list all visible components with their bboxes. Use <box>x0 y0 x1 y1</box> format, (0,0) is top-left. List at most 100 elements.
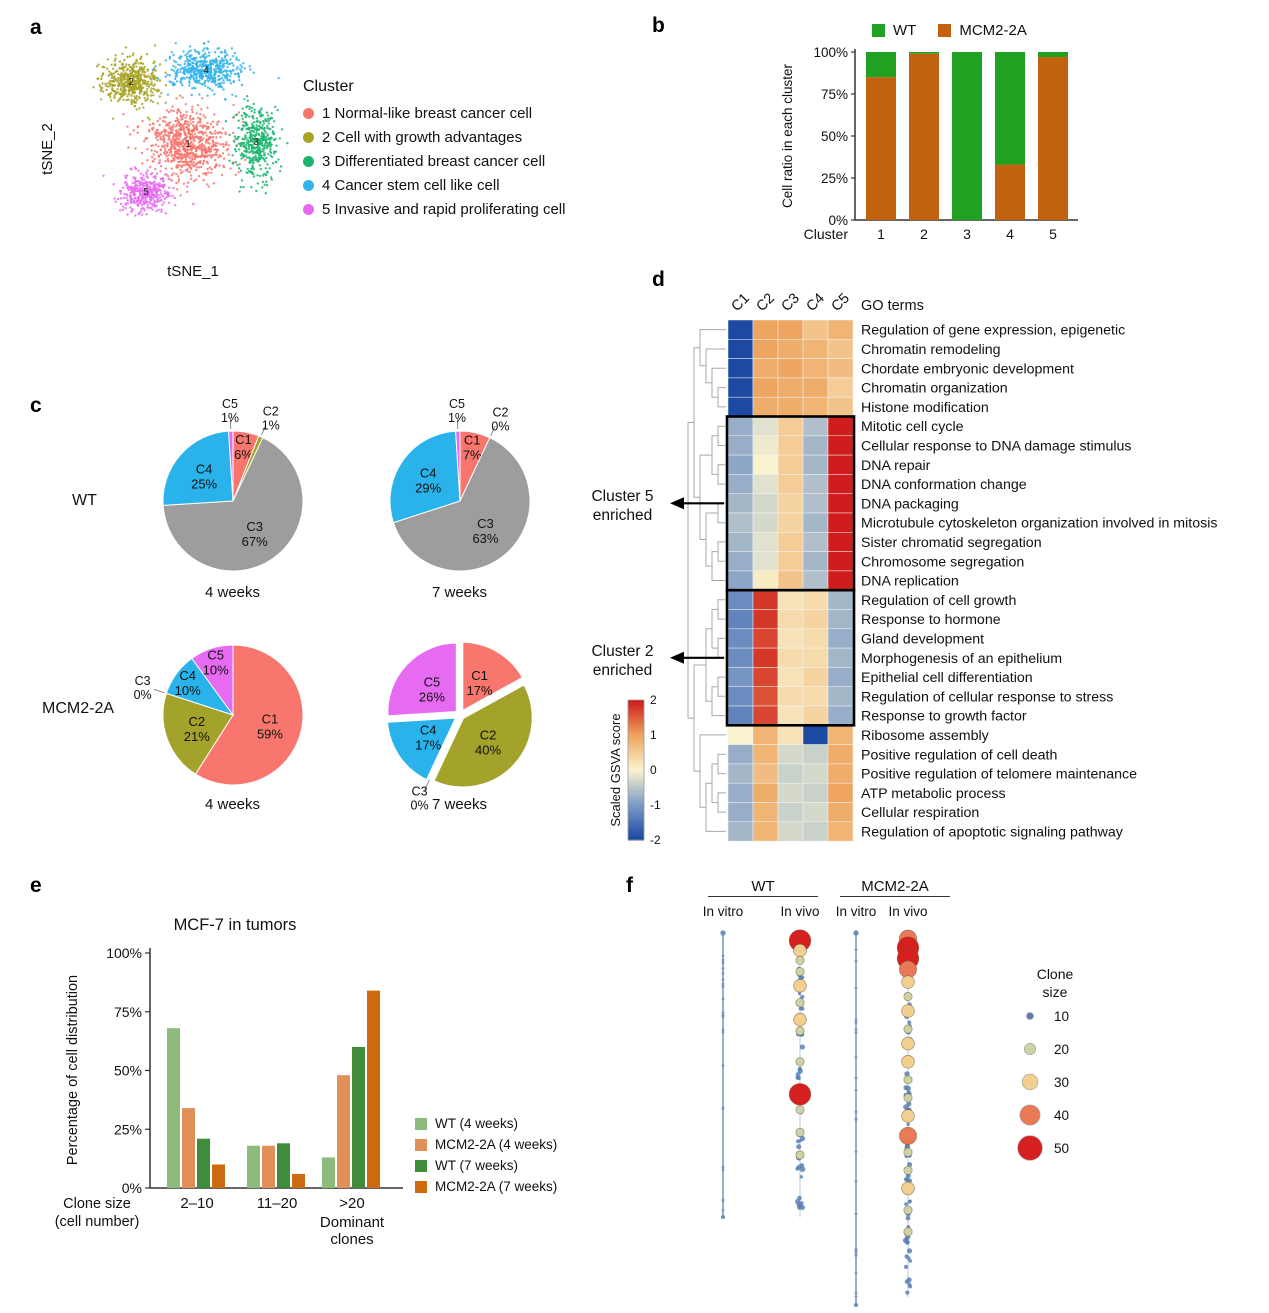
legend-item-mcm-7w: MCM2-2A (7 weeks) <box>415 1179 557 1194</box>
clone-dot-size-20 <box>795 1026 805 1036</box>
pie1-label-C5: C5 <box>449 397 465 411</box>
gsva-col-label: C3 <box>779 290 803 314</box>
clone-dot-size-20 <box>903 1165 913 1175</box>
gsva-row-label: Microtubule cytoskeleton organization in… <box>861 516 1217 532</box>
clone-bar-WT (7 weeks)->20 <box>352 1047 365 1188</box>
gsva-cell-r19-c1 <box>752 686 779 707</box>
gsva-cell-r0-c1 <box>752 319 779 340</box>
gsva-row-label: Epithelial cell differentiation <box>861 670 1033 686</box>
gsva-cell-r20-c1 <box>752 705 779 726</box>
pie-row-mcm-label: MCM2-2A <box>42 700 115 717</box>
e-xaxis-title: Clone size <box>63 1196 131 1212</box>
e-xaxis-title: (cell number) <box>55 1214 140 1230</box>
f-sublabel-invivo-wt: In vivo <box>780 904 820 919</box>
gsva-cell-r25-c1 <box>752 802 779 823</box>
gsva-cell-r10-c4 <box>827 512 854 533</box>
gsva-cell-r4-c1 <box>752 396 779 417</box>
gsva-cell-r20-c0 <box>727 705 754 726</box>
tsne-cluster-number-1: 1 <box>185 139 191 150</box>
pie0-label-C4: C4 <box>196 462 213 477</box>
clone-bar-MCM2-2A (7 weeks)-11–20 <box>292 1173 305 1188</box>
pie0-pct-C1: 6% <box>234 447 253 462</box>
gsva-cell-r6-c4 <box>827 435 854 456</box>
legend-item-wt: WT <box>872 22 916 39</box>
pie1-pct-C5: 1% <box>448 411 466 425</box>
gsva-cell-r26-c2 <box>777 821 804 842</box>
gsva-cell-r4-c2 <box>777 396 804 417</box>
gsva-row-label: DNA packaging <box>861 496 959 512</box>
clone-bar-MCM2-2A (7 weeks)-2–10 <box>212 1164 225 1188</box>
gsva-col-label: C5 <box>829 290 853 314</box>
clone-strip-plot <box>720 929 920 1307</box>
cluster-4-label: 4 Cancer stem cell like cell <box>322 177 500 194</box>
gsva-row-label: Regulation of cellular response to stres… <box>861 689 1113 705</box>
tsne-cluster-number-4: 4 <box>203 65 209 76</box>
clone-dot-size-20 <box>795 955 805 966</box>
gsva-cell-r7-c3 <box>802 454 829 475</box>
pie0-slice-C5 <box>228 430 234 502</box>
cluster-2-swatch <box>303 132 314 143</box>
gsva-row-label: Ribosome assembly <box>861 728 990 744</box>
gsva-row-label: Mitotic cell cycle <box>861 419 964 435</box>
gsva-cell-r14-c4 <box>827 589 854 610</box>
clone-dot-size-20 <box>795 1127 805 1137</box>
legend-size-label: 30 <box>1054 1075 1069 1090</box>
pie2-pct-C1: 59% <box>257 727 283 742</box>
gsva-row-label: Gland development <box>861 631 984 647</box>
tsne-cluster-number-3: 3 <box>253 137 259 148</box>
b-xtick: 1 <box>877 226 885 242</box>
panel-b-label: b <box>652 14 665 37</box>
gsva-cell-r15-c2 <box>777 609 804 630</box>
gsva-cell-r16-c3 <box>802 628 829 649</box>
panel-c-label: c <box>30 394 42 417</box>
pie0-slice-C3 <box>162 436 304 572</box>
legend-item-cluster-1: 1 Normal-like breast cancer cell <box>303 105 565 122</box>
e-xtick: >20 <box>339 1195 364 1212</box>
colorbar-tick: -2 <box>650 833 661 847</box>
f-group-wt-header: WT <box>708 878 818 897</box>
tsne-cluster-5 <box>102 161 195 217</box>
legend-dot-size-20 <box>1023 1042 1036 1055</box>
gsva-cell-r20-c3 <box>802 705 829 726</box>
clone-dot-size-30 <box>901 1004 915 1018</box>
ratio-bar-WT-cluster1 <box>866 52 896 78</box>
strip-column-0-in-vitro <box>720 930 726 1219</box>
gsva-cell-r13-c0 <box>727 570 754 591</box>
pie3-label-C5: C5 <box>424 675 441 690</box>
gsva-cell-r4-c3 <box>802 396 829 417</box>
legend-size-label: 50 <box>1054 1141 1069 1156</box>
gsva-row-label: Regulation of cell growth <box>861 593 1016 609</box>
gsva-cell-r8-c0 <box>727 474 754 494</box>
clone-distribution-chart: 0%25%50%75%100%MCF-7 in tumorsPercentage… <box>55 916 403 1248</box>
gsva-cell-r0-c3 <box>802 319 829 340</box>
clone-bar-MCM2-2A (4 weeks)->20 <box>337 1075 350 1188</box>
gsva-row-label: Response to growth factor <box>861 709 1027 725</box>
clone-dot-size-30 <box>901 975 915 989</box>
cluster-4-swatch <box>303 180 314 191</box>
gsva-cell-r24-c1 <box>752 782 779 803</box>
gsva-cell-r14-c3 <box>802 589 829 610</box>
pie2-label-C3: C3 <box>135 674 151 688</box>
gsva-cell-r7-c4 <box>827 454 854 475</box>
b-yaxis-title: Cell ratio in each cluster <box>780 63 795 208</box>
clone-dot-size-20 <box>903 1093 913 1103</box>
clone-bar-WT (4 weeks)->20 <box>322 1157 335 1188</box>
pie3-label-C2: C2 <box>480 727 497 742</box>
gsva-cell-r11-c1 <box>752 532 779 552</box>
gsva-cell-r16-c0 <box>727 628 754 649</box>
cluster-3-label: 3 Differentiated breast cancer cell <box>322 153 546 170</box>
legend-item-mcm2-2a: MCM2-2A <box>938 22 1027 39</box>
pie2-pct-C2: 21% <box>184 729 210 744</box>
pie0-pct-C4: 25% <box>191 477 217 492</box>
wt-swatch <box>872 24 885 37</box>
gsva-cell-r25-c2 <box>777 802 804 823</box>
clone-dot-size-20 <box>903 1205 913 1215</box>
legend-item-mcm-4w: MCM2-2A (4 weeks) <box>415 1137 557 1152</box>
gsva-cell-r6-c3 <box>802 435 829 456</box>
e-yaxis-title: Percentage of cell distribution <box>65 975 81 1165</box>
pie2-label-C1: C1 <box>262 712 279 727</box>
gsva-cell-r1-c0 <box>727 339 754 359</box>
gsva-cell-r9-c3 <box>802 493 829 514</box>
f-sublabel-invitro-mcm: In vitro <box>835 904 877 919</box>
